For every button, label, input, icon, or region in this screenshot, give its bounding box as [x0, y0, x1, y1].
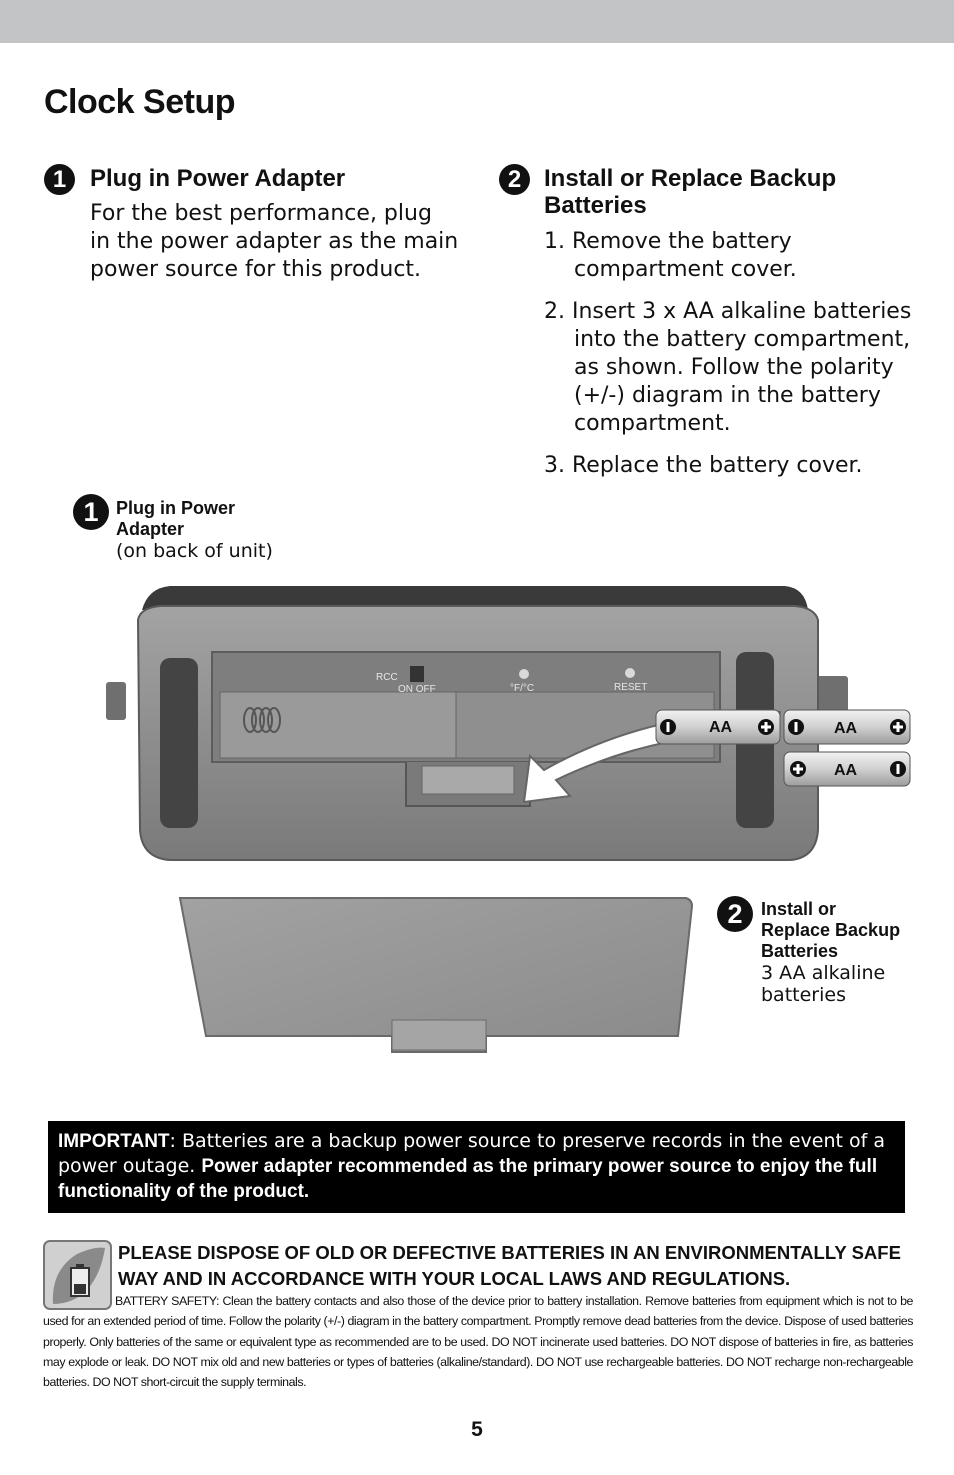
callout-1-note: (on back of unit)	[116, 540, 273, 562]
battery-cover-tab	[391, 1019, 487, 1051]
battery-label: AA	[709, 719, 733, 736]
rcc-switch-label: RCC	[376, 672, 398, 683]
callout-2-note-line: batteries	[761, 984, 846, 1006]
callout-2-label: Install or Replace Backup Batteries 3 AA…	[761, 899, 900, 1006]
battery-safety-text: BATTERY SAFETY: Clean the battery contac…	[43, 1291, 913, 1392]
step-2-number-badge: 2	[499, 164, 530, 195]
step-1-line: in the power adapter as the main	[90, 229, 459, 254]
speaker-grille-left	[160, 658, 198, 828]
battery-disposal-heading: PLEASE DISPOSE OF OLD OR DEFECTIVE BATTE…	[118, 1240, 908, 1292]
device-top-bezel	[142, 586, 808, 610]
top-header-bar	[0, 0, 954, 43]
battery-label: AA	[834, 762, 858, 779]
battery-cover	[178, 897, 694, 1053]
battery-spring	[243, 707, 281, 733]
reset-button	[625, 668, 635, 678]
disposal-heading-line: PLEASE DISPOSE OF OLD OR DEFECTIVE BATTE…	[118, 1242, 901, 1263]
device-side-knob	[106, 682, 126, 720]
callout-1-bold-line: Plug in Power	[116, 498, 236, 518]
battery-safety-body: BATTERY SAFETY: Clean the battery contac…	[43, 1294, 913, 1390]
rcc-switch-states: ON OFF	[398, 684, 436, 695]
disposal-heading-line: WAY AND IN ACCORDANCE WITH YOUR LOCAL LA…	[118, 1268, 791, 1289]
instruction-item: 3. Replace the battery cover.	[544, 453, 863, 478]
step-1-description: For the best performance, plug in the po…	[90, 200, 458, 284]
callout-1-label: Plug in Power Adapter (on back of unit)	[116, 498, 273, 562]
callout-1-bold-line: Adapter	[116, 519, 185, 539]
callout-2-note-line: 3 AA alkaline	[761, 962, 886, 984]
aa-battery-1: AA	[655, 709, 781, 745]
compartment-slot-left	[219, 691, 457, 759]
step-2-heading-line: Install or Replace Backup	[544, 165, 837, 192]
callout-1-number-badge: 1	[73, 494, 109, 530]
callout-2-number-badge: 2	[717, 896, 753, 932]
important-bold-text: Power adapter recommended as the primary…	[58, 1156, 878, 1202]
step-1-heading: Plug in Power Adapter	[90, 165, 346, 192]
clock-device-illustration: RCC ON OFF °F/°C RESET AA AA AA	[106, 586, 911, 1053]
reset-button-label: RESET	[614, 682, 647, 693]
callout-2-bold-line: Batteries	[761, 941, 839, 961]
cover-latch	[421, 765, 515, 795]
step-1-line: power source for this product.	[90, 257, 422, 282]
important-notice-box: IMPORTANT: Batteries are a backup power …	[48, 1121, 905, 1213]
temp-unit-button	[519, 669, 529, 679]
step-1-line: For the best performance, plug	[90, 201, 432, 226]
instruction-item: 2. Insert 3 x AA alkaline batteries into…	[544, 299, 912, 436]
instruction-item: 1. Remove the battery compartment cover.	[544, 229, 797, 282]
temp-unit-label: °F/°C	[510, 683, 534, 694]
callout-2-bold-line: Install or	[761, 899, 837, 919]
step-2-instructions-list: 1. Remove the battery compartment cover.…	[544, 228, 924, 494]
battery-label: AA	[834, 720, 858, 737]
page-number: 5	[471, 1418, 483, 1441]
step-1-number-badge: 1	[44, 164, 75, 195]
important-text: : Batteries are a backup power source to…	[58, 1130, 886, 1177]
step-2-heading-line: Batteries	[544, 192, 647, 219]
aa-battery-2: AA	[783, 709, 911, 745]
compartment-slot-right	[455, 691, 715, 759]
rcc-switch	[410, 666, 424, 682]
callout-2-bold-line: Replace Backup	[761, 920, 901, 940]
recycle-battery-icon	[43, 1240, 112, 1310]
page-title: Clock Setup	[44, 83, 235, 121]
step-2-heading: Install or Replace Backup Batteries	[544, 165, 836, 219]
important-label: IMPORTANT	[58, 1131, 170, 1152]
aa-battery-3: AA	[783, 751, 911, 787]
